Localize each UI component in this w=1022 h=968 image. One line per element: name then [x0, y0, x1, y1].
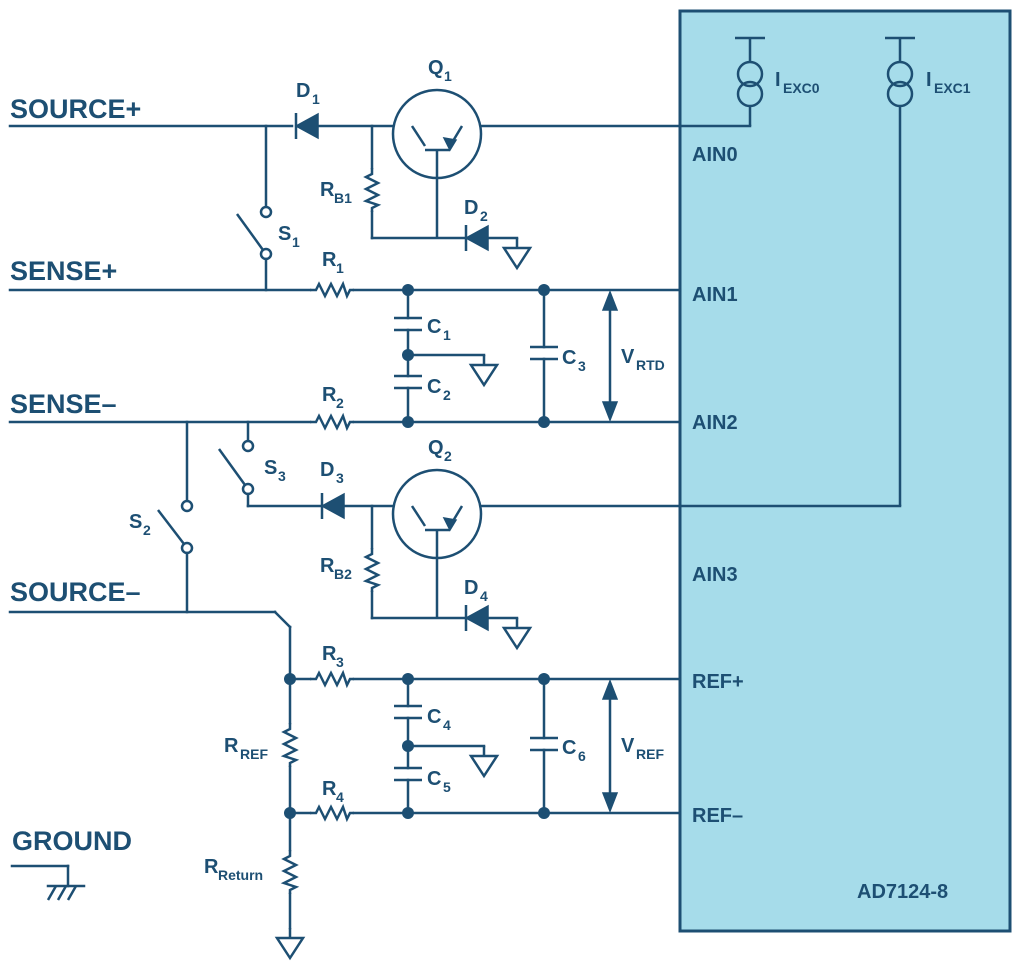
pin-ain3: AIN3	[692, 564, 738, 586]
iexc1-label-sub: EXC1	[934, 80, 971, 96]
switch-s2	[157, 420, 194, 614]
c3-label-main: C	[562, 347, 576, 369]
c6-label-main: C	[562, 737, 576, 759]
current-source-iexc0: I EXC0	[735, 36, 820, 126]
d4-label-main: D	[464, 577, 478, 599]
rreturn-label-main: R	[204, 856, 219, 878]
s1-label-main: S	[278, 223, 291, 245]
r2-label-main: R	[322, 384, 337, 406]
q1-label-main: Q	[428, 57, 444, 79]
chip-name: AD7124-8	[857, 881, 948, 903]
capacitor-c6	[528, 677, 560, 815]
chassis-ground-icon	[10, 864, 86, 901]
r1-label-main: R	[322, 249, 337, 271]
ref-minus-path	[288, 805, 682, 821]
c2-label-sub: 2	[443, 387, 451, 403]
r4-label-sub: 4	[336, 789, 344, 805]
c5-label-main: C	[427, 768, 441, 790]
switch-s3	[217, 420, 324, 508]
pin-ref-minus: REF–	[692, 805, 743, 827]
c3-label-sub: 3	[578, 358, 586, 374]
r4-label-main: R	[322, 778, 337, 800]
pin-ain2: AIN2	[692, 412, 738, 434]
transistor-q2	[391, 468, 483, 618]
r1-label-sub: 1	[336, 260, 344, 276]
d4-label-sub: 4	[480, 588, 488, 604]
terminal-source-plus: SOURCE+	[10, 94, 141, 124]
terminal-labels: SOURCE+ SENSE+ SENSE– SOURCE– GROUND	[10, 94, 141, 856]
iexc0-label-main: I	[775, 69, 781, 91]
s3-label-sub: 3	[278, 468, 286, 484]
r3-label-sub: 3	[336, 654, 344, 670]
resistor-rref	[282, 721, 298, 852]
terminal-sense-plus: SENSE+	[10, 256, 117, 286]
d1-label-main: D	[296, 80, 310, 102]
vrtd-arrow	[602, 291, 618, 421]
r2-label-sub: 2	[336, 395, 344, 411]
iexc1-label-main: I	[926, 69, 932, 91]
rb1-label-main: R	[320, 179, 335, 201]
c4-label-sub: 4	[443, 717, 451, 733]
pin-ref-plus: REF+	[692, 671, 744, 693]
chip-pins: AIN0 AIN1 AIN2 AIN3 REF+ REF–	[692, 144, 744, 827]
q2-label-sub: 2	[444, 448, 452, 464]
d2-label-sub: 2	[480, 208, 488, 224]
diode-d2	[464, 224, 532, 270]
terminal-sense-minus: SENSE–	[10, 389, 117, 419]
c1-label-main: C	[427, 316, 441, 338]
chip-body: AD7124-8	[678, 9, 1012, 933]
vref-arrow	[602, 680, 618, 812]
resistor-rb2	[364, 504, 468, 620]
c6-label-sub: 6	[578, 748, 586, 764]
terminal-source-minus: SOURCE–	[10, 577, 141, 607]
pin-ain0: AIN0	[692, 144, 738, 166]
resistor-rb1	[364, 124, 468, 240]
terminal-ground: GROUND	[12, 826, 132, 856]
s2-label-main: S	[129, 511, 142, 533]
pin-ain1: AIN1	[692, 284, 738, 306]
iexc0-label-sub: EXC0	[783, 80, 820, 96]
capacitor-c1-c2	[392, 288, 499, 424]
d3-label-sub: 3	[336, 470, 344, 486]
r3-label-main: R	[322, 643, 337, 665]
c4-label-main: C	[427, 706, 441, 728]
rb1-label-sub: B1	[334, 190, 352, 206]
vrtd-label-main: V	[621, 346, 635, 368]
s3-label-main: S	[264, 457, 277, 479]
source-minus-path	[8, 610, 682, 725]
rref-label-main: R	[224, 735, 239, 757]
transistor-q1	[391, 88, 483, 238]
q1-label-sub: 1	[444, 68, 452, 84]
switch-s1	[235, 205, 273, 292]
vref-label-sub: REF	[636, 746, 664, 762]
current-source-iexc1: I EXC1	[885, 36, 971, 506]
d2-label-main: D	[464, 197, 478, 219]
s1-label-sub: 1	[292, 234, 300, 250]
source-plus-path	[8, 112, 752, 208]
capacitor-c3	[528, 288, 560, 424]
resistor-rreturn	[275, 848, 305, 960]
rreturn-label-sub: Return	[218, 867, 263, 883]
rb2-label-main: R	[320, 555, 335, 577]
c5-label-sub: 5	[443, 779, 451, 795]
d3-label-main: D	[320, 459, 334, 481]
rref-label-sub: REF	[240, 746, 268, 762]
vref-label-main: V	[621, 735, 635, 757]
c1-label-sub: 1	[443, 327, 451, 343]
q2-label-main: Q	[428, 437, 444, 459]
capacitor-c4-c5	[392, 677, 499, 815]
d1-label-sub: 1	[312, 91, 320, 107]
s2-label-sub: 2	[143, 522, 151, 538]
vrtd-label-sub: RTD	[636, 357, 665, 373]
c2-label-main: C	[427, 376, 441, 398]
rb2-label-sub: B2	[334, 566, 352, 582]
diode-d4	[464, 604, 532, 650]
